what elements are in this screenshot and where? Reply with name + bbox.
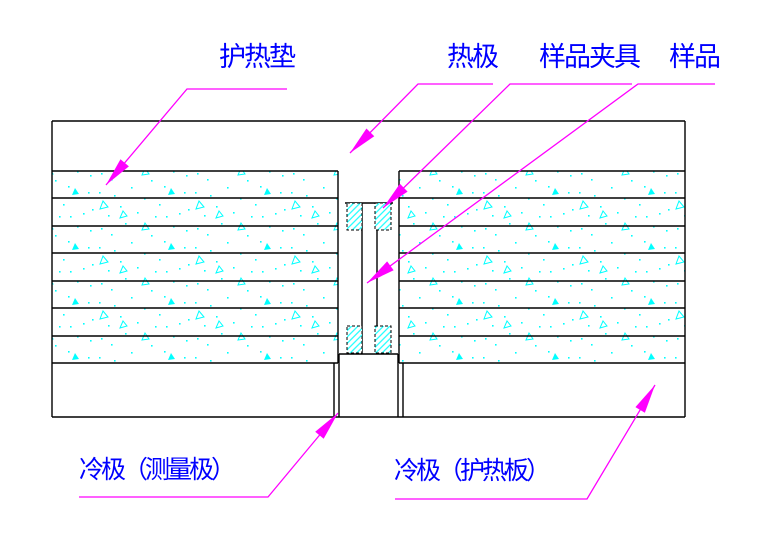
leader-hot-pole bbox=[349, 83, 493, 154]
guard-pad-stack-right bbox=[399, 171, 685, 363]
label-sample-clamp: 样品夹具 bbox=[539, 42, 640, 73]
sample-clamp-top-right bbox=[374, 202, 392, 231]
label-sample: 样品 bbox=[669, 42, 719, 73]
leader-sample-clamp bbox=[382, 83, 632, 209]
leader-sample bbox=[366, 83, 715, 284]
label-cold-pole-measuring: 冷极（测量极） bbox=[79, 455, 233, 484]
label-hot-pole: 热极 bbox=[447, 42, 499, 73]
label-cold-pole-guard-plate: 冷极（护热板） bbox=[394, 456, 548, 485]
sample-clamp-top-left bbox=[346, 202, 363, 231]
leader-guard-heat-pad bbox=[105, 88, 287, 186]
apparatus-outline bbox=[51, 120, 686, 418]
leader-cold-pole-measuring bbox=[79, 412, 339, 498]
label-guard-heat-pad: 护热垫 bbox=[219, 42, 296, 73]
sample-clamp-bottom-right bbox=[374, 325, 392, 354]
sample-clamp-bottom-left bbox=[346, 325, 363, 354]
leader-cold-pole-guard-plate bbox=[395, 384, 656, 500]
guard-pad-stack-left bbox=[52, 171, 338, 363]
